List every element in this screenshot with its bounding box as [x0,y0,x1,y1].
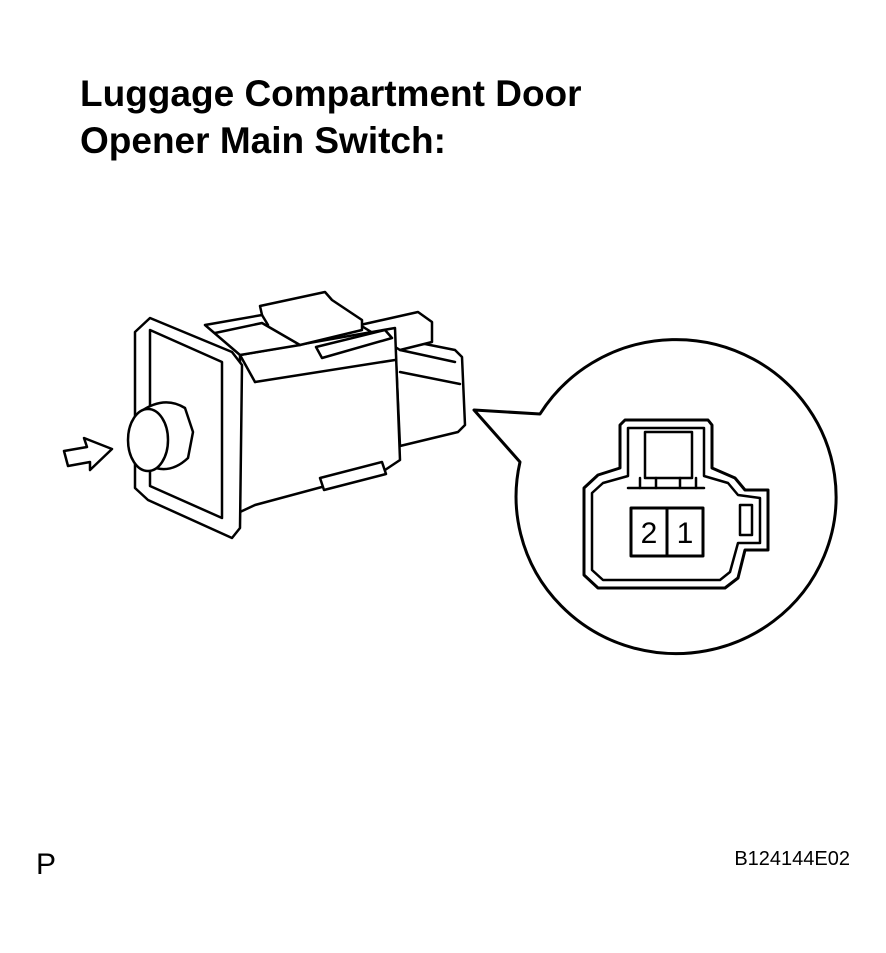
section-letter: P [36,848,57,881]
switch-body [203,290,402,514]
connector-face [582,418,770,590]
connector-pin-2-label: 2 [641,517,658,550]
diagram-title: Luggage Compartment Door Opener Main Swi… [80,70,582,164]
figure-code: B124144E02 [734,848,850,870]
diagram-title-line-2: Opener Main Switch: [80,120,446,161]
press-arrow-icon [62,436,114,472]
push-button [126,401,195,473]
connector-callout [472,338,838,656]
connector-pin-1-label: 1 [677,517,694,550]
diagram-title-line-1: Luggage Compartment Door [80,73,582,114]
